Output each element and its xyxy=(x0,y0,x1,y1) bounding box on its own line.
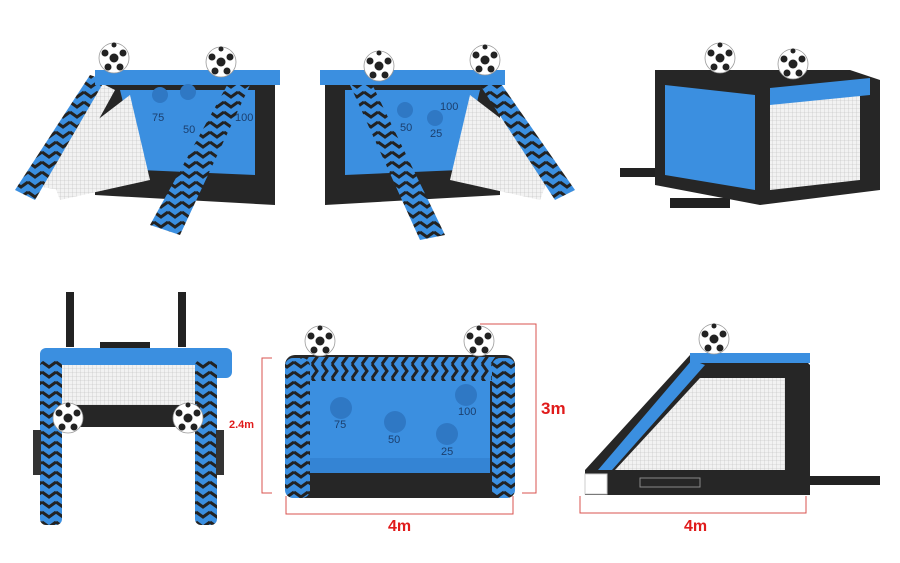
football-icon xyxy=(172,402,204,434)
score-label-25: 25 xyxy=(441,446,453,458)
football-icon xyxy=(698,323,730,355)
view-front: 75 50 25 100 2.4m 3m 4m xyxy=(229,323,566,535)
score-label-50: 50 xyxy=(388,434,400,446)
score-label: 25 xyxy=(430,128,442,140)
football-icon xyxy=(469,44,501,76)
score-label: 75 xyxy=(152,112,164,124)
score-label-75: 75 xyxy=(334,419,346,431)
football-icon xyxy=(52,402,84,434)
football-icon xyxy=(205,46,237,78)
football-icon xyxy=(304,325,336,357)
view-side: 4m xyxy=(579,323,880,535)
view-rear-perspective xyxy=(620,42,880,208)
dimension-label-height-total: 3m xyxy=(541,399,566,418)
view-front-right-perspective: 100 50 25 xyxy=(320,44,575,240)
football-icon xyxy=(98,42,130,74)
score-label: 50 xyxy=(183,124,195,136)
football-icon xyxy=(363,50,395,82)
dimension-label-depth: 4m xyxy=(684,518,707,535)
football-icon xyxy=(463,325,495,357)
view-top xyxy=(33,292,232,525)
score-label-100: 100 xyxy=(458,406,476,418)
score-label: 100 xyxy=(440,101,458,113)
football-icon xyxy=(777,48,809,80)
score-label: 100 xyxy=(235,112,253,124)
score-label: 50 xyxy=(400,122,412,134)
football-icon xyxy=(704,42,736,74)
dimension-label-height-inner: 2.4m xyxy=(229,419,254,431)
view-front-left-perspective: 75 50 100 xyxy=(15,42,280,235)
dimension-label-width: 4m xyxy=(388,518,411,535)
